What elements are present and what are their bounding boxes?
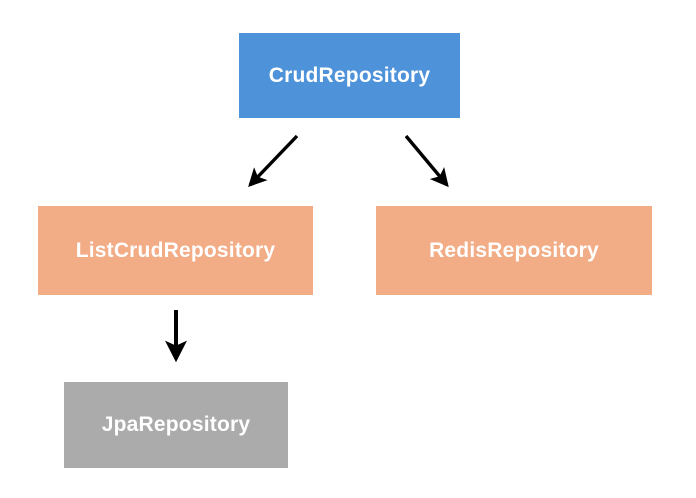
node-crud-repository[interactable]: CrudRepository <box>239 33 460 118</box>
node-jpa-repository-label: JpaRepository <box>101 413 251 437</box>
node-jpa-repository[interactable]: JpaRepository <box>64 382 288 468</box>
edge-crud-to-redis <box>404 134 449 188</box>
node-list-crud-repository-label: ListCrudRepository <box>75 238 276 262</box>
node-redis-repository[interactable]: RedisRepository <box>376 206 652 295</box>
node-crud-repository-label: CrudRepository <box>268 63 431 87</box>
edge-crud-to-list-crud <box>248 134 299 187</box>
node-redis-repository-label: RedisRepository <box>429 238 599 262</box>
node-list-crud-repository[interactable]: ListCrudRepository <box>38 206 313 295</box>
